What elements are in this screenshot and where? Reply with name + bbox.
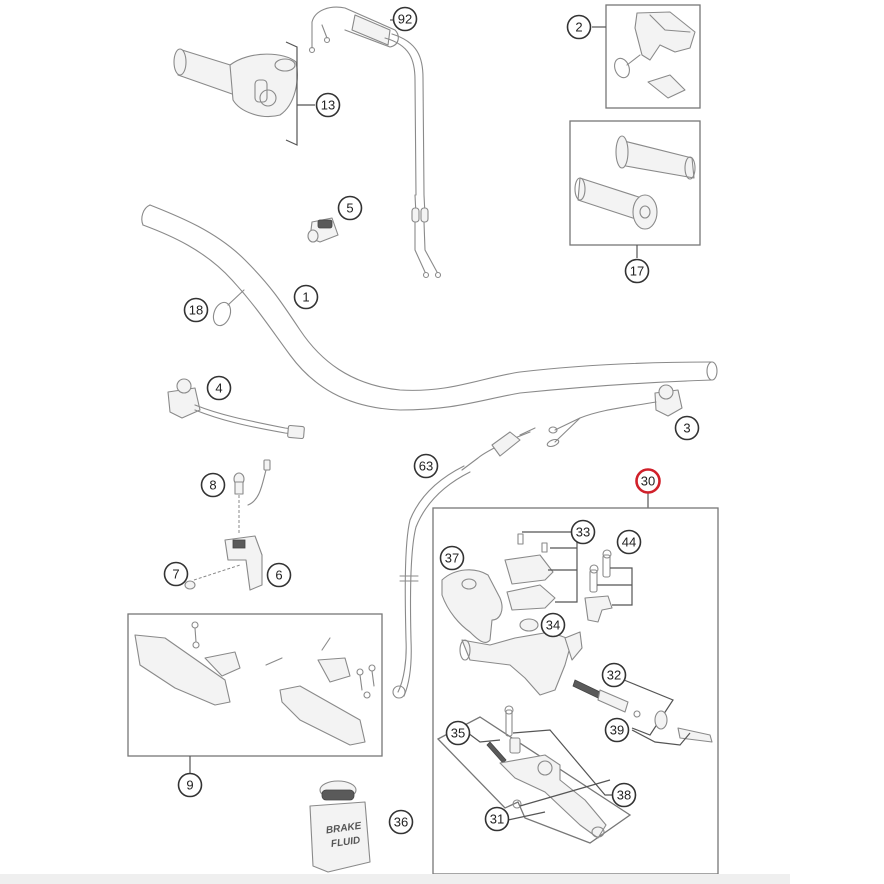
svg-text:38: 38	[617, 788, 631, 803]
svg-text:1: 1	[302, 290, 309, 305]
callout-8[interactable]: 8	[200, 472, 226, 498]
svg-text:4: 4	[215, 381, 222, 396]
brake-fluid-bottle-part[interactable]: BRAKE FLUID	[309, 780, 371, 873]
callout-2[interactable]: 2	[566, 14, 592, 40]
callout-92[interactable]: 92	[392, 6, 418, 32]
callout-5[interactable]: 5	[337, 195, 363, 221]
svg-text:31: 31	[490, 812, 504, 827]
lever-kit-frame	[436, 716, 632, 844]
switch-housing-part[interactable]	[224, 535, 263, 591]
clutch-cable-part[interactable]	[392, 427, 536, 699]
cable-tie-part[interactable]	[210, 289, 245, 328]
callout-39[interactable]: 39	[604, 717, 630, 743]
callout-36[interactable]: 36	[388, 809, 414, 835]
callout-6[interactable]: 6	[266, 562, 292, 588]
callout-34[interactable]: 34	[540, 612, 566, 638]
svg-text:9: 9	[186, 778, 193, 793]
grips-part[interactable]	[574, 135, 696, 230]
master-cylinder-body-part[interactable]	[459, 631, 583, 696]
svg-text:2: 2	[575, 20, 582, 35]
left-switch-part[interactable]	[167, 378, 305, 440]
svg-text:17: 17	[630, 264, 644, 279]
adjuster-part[interactable]	[633, 710, 713, 743]
svg-text:30: 30	[641, 474, 655, 489]
callout-63[interactable]: 63	[413, 453, 439, 479]
svg-text:18: 18	[189, 303, 203, 318]
svg-text:3: 3	[683, 421, 690, 436]
callout-13[interactable]: 13	[315, 92, 341, 118]
throttle-cables-part[interactable]	[308, 6, 442, 279]
throttle-grip-part[interactable]	[173, 48, 298, 118]
reservoir-lid-part[interactable]	[504, 533, 556, 611]
callout-9[interactable]: 9	[177, 772, 203, 798]
svg-text:63: 63	[419, 459, 433, 474]
callout-7[interactable]: 7	[163, 561, 189, 587]
svg-text:39: 39	[610, 723, 624, 738]
bulb-part[interactable]	[233, 459, 271, 506]
svg-text:44: 44	[622, 535, 636, 550]
svg-text:33: 33	[576, 525, 590, 540]
grips-kit-frame	[569, 120, 701, 246]
switch-part[interactable]	[307, 217, 339, 243]
callout-37[interactable]: 37	[439, 545, 465, 571]
svg-text:92: 92	[398, 12, 412, 27]
svg-text:36: 36	[394, 815, 408, 830]
svg-text:7: 7	[172, 567, 179, 582]
callout-38[interactable]: 38	[611, 782, 637, 808]
reservoir-cover-part[interactable]	[441, 569, 503, 643]
callout-32[interactable]: 32	[601, 662, 627, 688]
svg-text:13: 13	[321, 98, 335, 113]
brake-fluid-label-line1: BRAKE	[325, 821, 362, 837]
svg-text:34: 34	[546, 618, 560, 633]
callout-17[interactable]: 17	[624, 258, 650, 284]
diaphragm-part[interactable]	[519, 618, 539, 632]
svg-text:8: 8	[209, 478, 216, 493]
callout-4[interactable]: 4	[206, 375, 232, 401]
svg-text:6: 6	[275, 568, 282, 583]
right-switch-part[interactable]	[546, 384, 683, 448]
clamp-bolts-part[interactable]	[584, 549, 613, 623]
callout-31[interactable]: 31	[484, 806, 510, 832]
piston-part[interactable]	[572, 679, 629, 713]
callout-33[interactable]: 33	[570, 519, 596, 545]
handguard-kit-part[interactable]	[134, 621, 376, 746]
callout-3[interactable]: 3	[674, 415, 700, 441]
bottom-scroll-strip	[0, 874, 790, 884]
callout-30-selected[interactable]: 30	[635, 468, 661, 494]
svg-text:32: 32	[607, 668, 621, 683]
brake-fluid-label-line2: FLUID	[330, 835, 361, 850]
svg-text:35: 35	[451, 726, 465, 741]
handlebar-part[interactable]	[141, 204, 718, 411]
nut-part[interactable]	[184, 580, 196, 590]
svg-text:37: 37	[445, 551, 459, 566]
svg-text:5: 5	[346, 201, 353, 216]
switch-cover-part[interactable]	[612, 11, 696, 99]
callout-35[interactable]: 35	[445, 720, 471, 746]
switch-cover-kit-frame	[605, 4, 701, 109]
handguard-kit-frame	[127, 613, 383, 757]
callout-18[interactable]: 18	[183, 297, 209, 323]
callout-1[interactable]: 1	[293, 284, 319, 310]
callout-44[interactable]: 44	[616, 529, 642, 555]
